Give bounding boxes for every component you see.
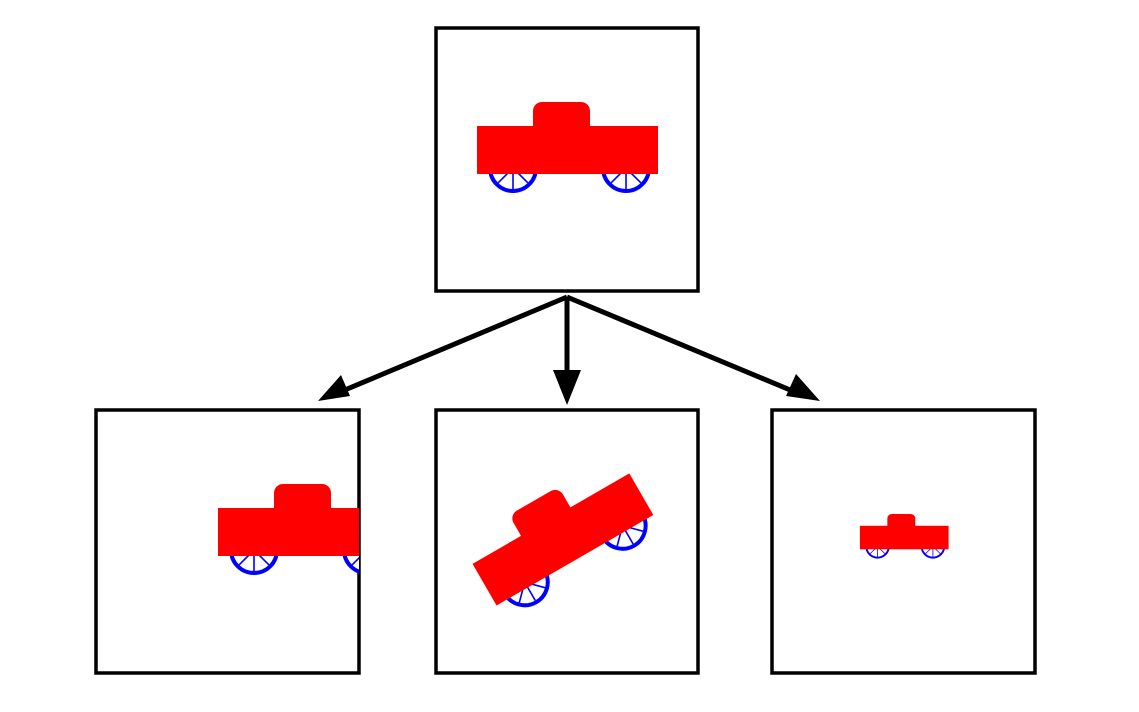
rotation-frame	[434, 408, 700, 675]
scaled-truck	[858, 513, 950, 559]
scaling-frame	[770, 408, 1037, 675]
truck-icon	[458, 450, 664, 623]
source-truck	[475, 100, 660, 193]
truck-icon	[216, 482, 359, 575]
arrow-right-head	[786, 374, 820, 401]
arrows	[318, 294, 820, 405]
arrow-left	[339, 294, 568, 395]
truck-icon	[475, 100, 660, 193]
arrow-left-head	[318, 375, 350, 401]
truck-icon	[858, 513, 950, 559]
arrow-middle-head	[553, 370, 581, 405]
source-frame	[434, 26, 700, 293]
translation-frame	[94, 408, 361, 675]
arrow-right	[566, 294, 796, 395]
translated-truck	[216, 482, 359, 575]
rotated-truck	[458, 450, 664, 623]
